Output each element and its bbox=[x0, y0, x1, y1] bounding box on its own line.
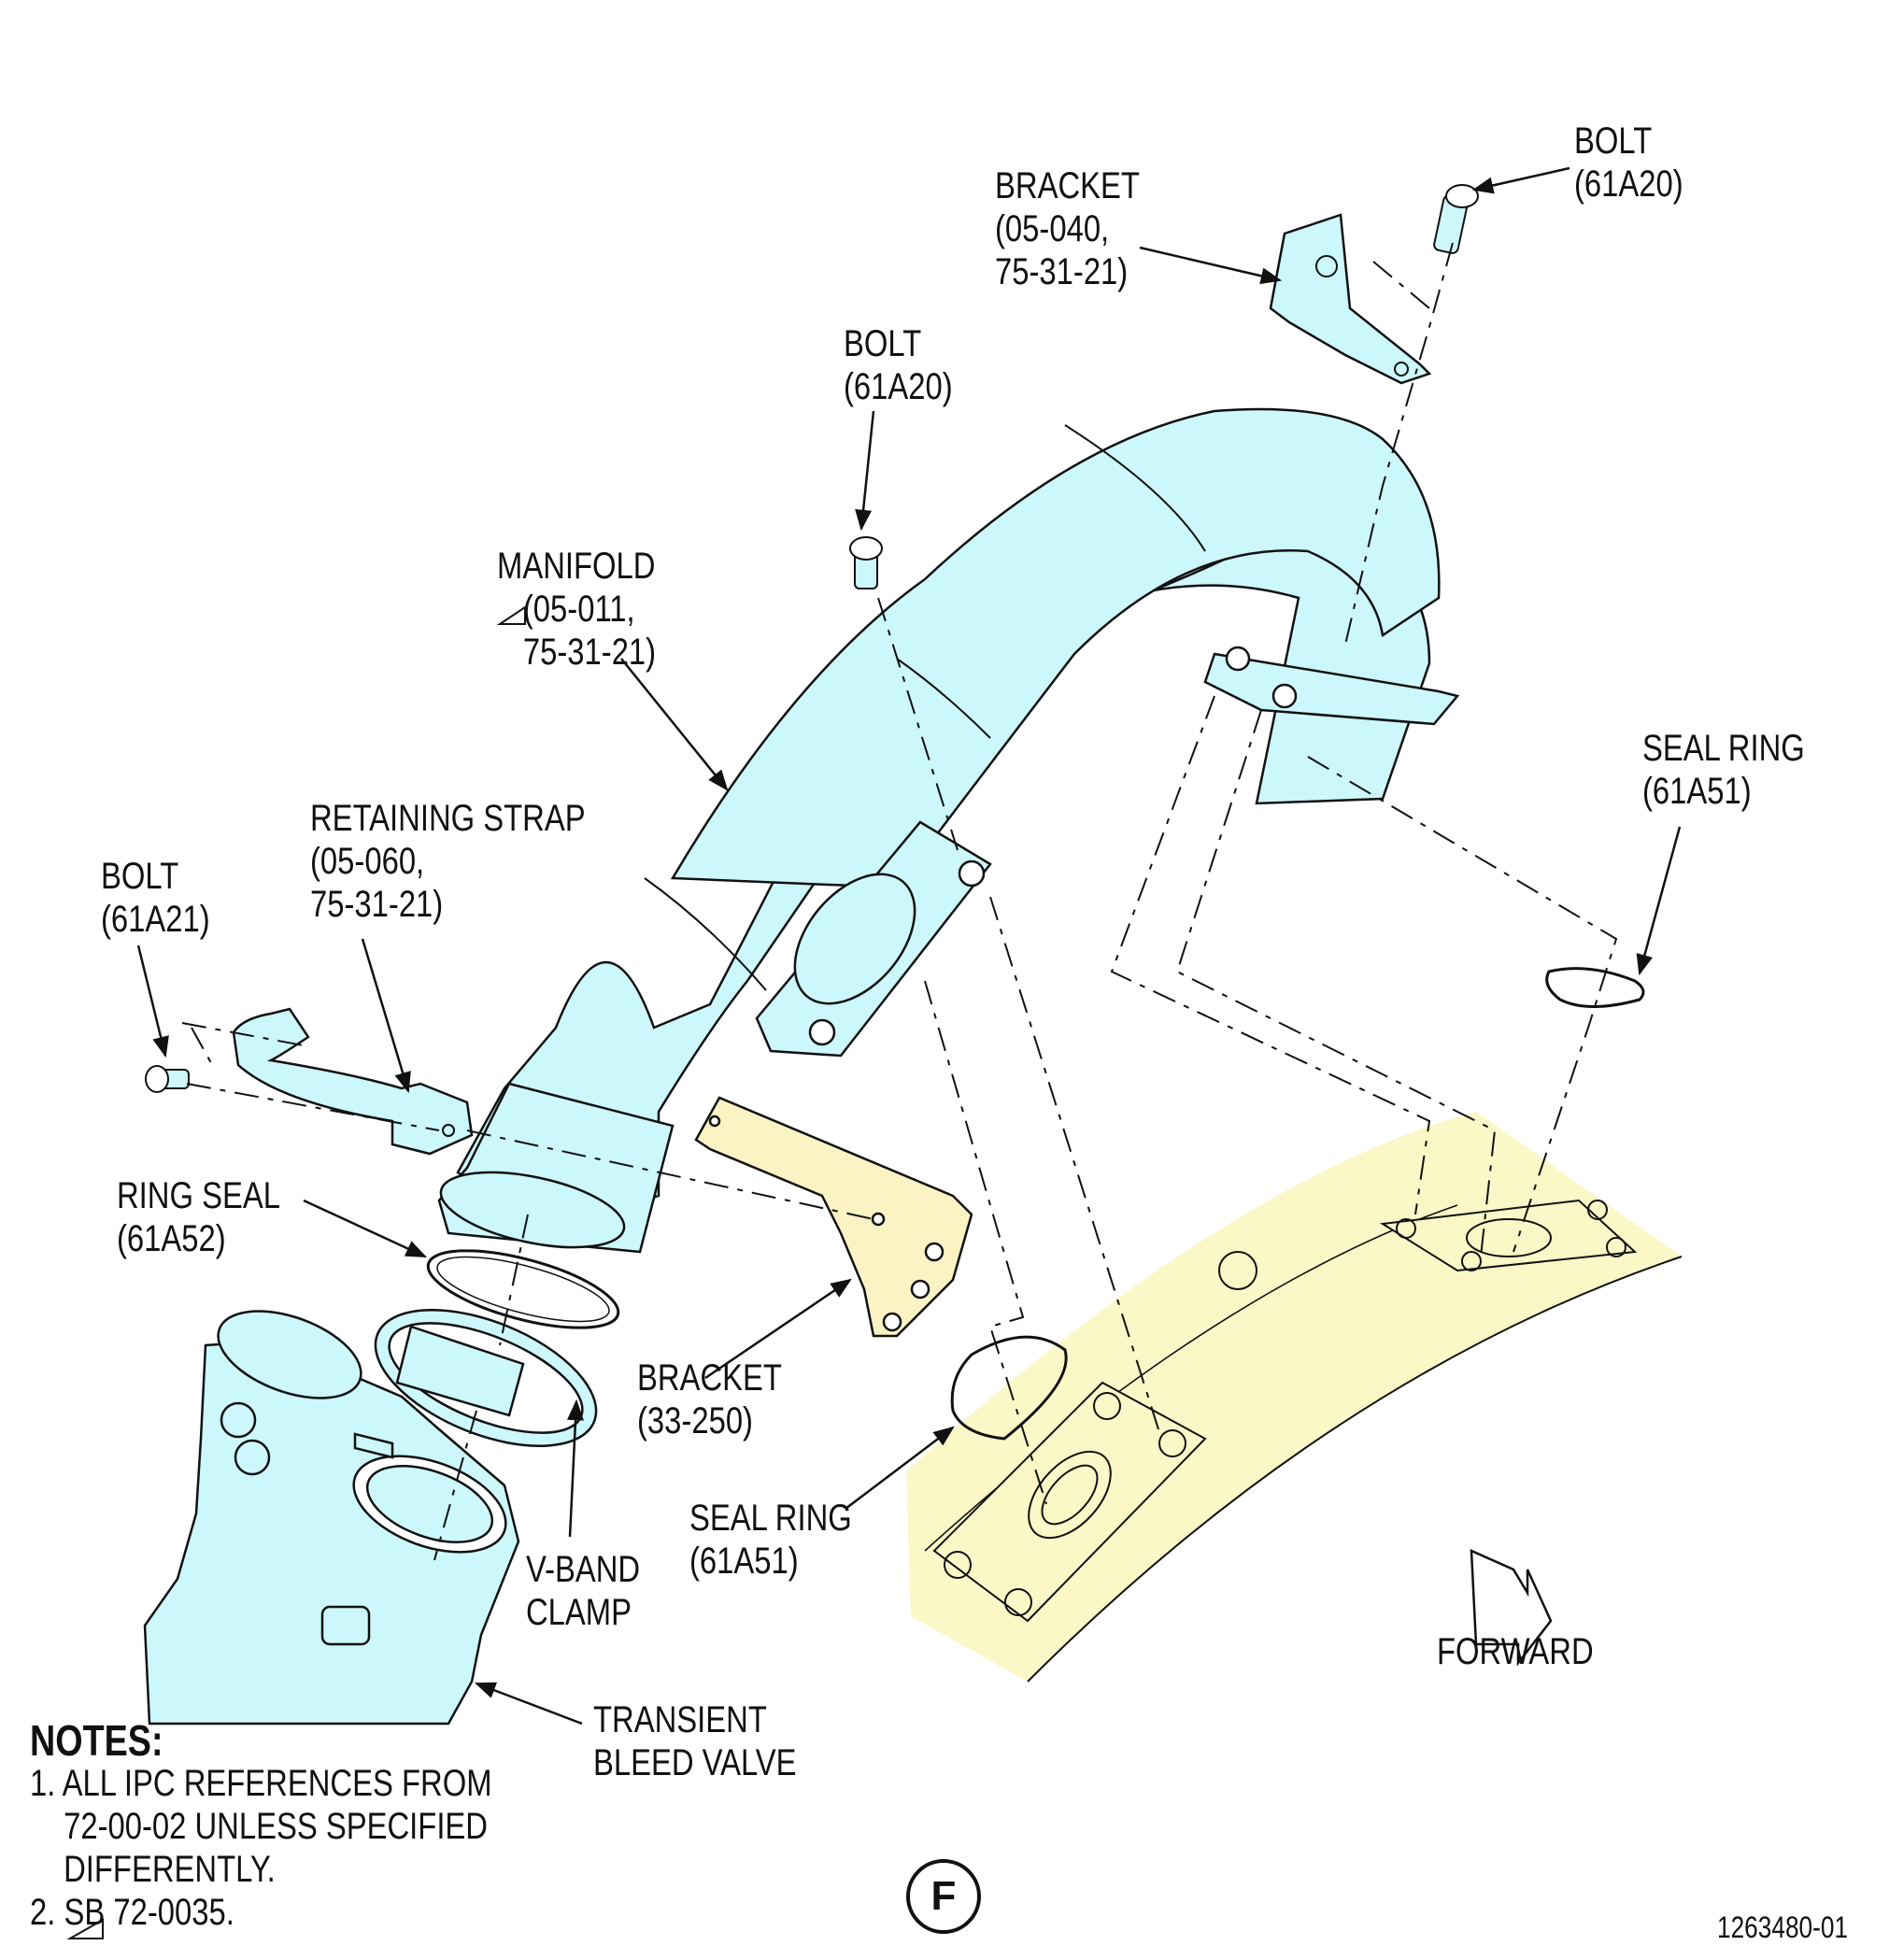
bracket-top-part bbox=[1269, 213, 1432, 385]
manifold-upper-tube bbox=[670, 407, 1441, 889]
label-forward: FORWARD bbox=[1437, 1631, 1594, 1672]
bolt-left-part bbox=[145, 1065, 190, 1093]
label-seal-ring-right: SEAL RING (61A51) bbox=[1642, 728, 1805, 812]
change-marker-triangle-note bbox=[66, 1918, 104, 1939]
note-line: DIFFERENTLY. bbox=[64, 1849, 276, 1890]
label-bolt-left: BOLT (61A21) bbox=[101, 856, 210, 940]
note-line: 1. ALL IPC REFERENCES FROM bbox=[30, 1763, 492, 1804]
view-letter-badge: F bbox=[906, 1859, 981, 1934]
engine-case-edge bbox=[1027, 1256, 1683, 1683]
assembly-lines bbox=[181, 242, 1618, 1561]
note-line: 2. SB 72-0035. bbox=[30, 1892, 234, 1933]
notes-block: NOTES: 1. ALL IPC REFERENCES FROM 72-00-… bbox=[30, 1719, 492, 1934]
manifold-side-port-flange bbox=[755, 820, 992, 1058]
bracket-lower-part bbox=[694, 1096, 973, 1338]
change-marker-triangle bbox=[496, 605, 526, 625]
label-transient-bleed-valve: TRANSIENT BLEED VALVE bbox=[593, 1699, 797, 1783]
note-line: 72-00-02 UNLESS SPECIFIED bbox=[64, 1806, 489, 1847]
seal-ring-right-part bbox=[1545, 967, 1645, 1008]
bolt-top-right-part bbox=[1433, 184, 1479, 254]
label-seal-ring-center: SEAL RING (61A51) bbox=[689, 1498, 852, 1582]
notes-title: NOTES: bbox=[30, 1716, 163, 1765]
label-vband-clamp: V-BAND CLAMP bbox=[526, 1549, 641, 1633]
bolt-center-part bbox=[849, 536, 883, 589]
label-manifold: MANIFOLD (05-011, 75-31-21) bbox=[497, 546, 657, 673]
vband-clamp-part bbox=[374, 1309, 598, 1447]
label-ring-seal: RING SEAL (61A52) bbox=[117, 1175, 280, 1259]
label-bolt-center: BOLT (61A20) bbox=[844, 323, 953, 407]
label-bolt-top-right: BOLT (61A20) bbox=[1574, 121, 1683, 205]
lower-port-flange bbox=[932, 1381, 1207, 1623]
label-bracket-lower: BRACKET (33-250) bbox=[637, 1357, 782, 1442]
manifold-inlet-flange bbox=[437, 1082, 675, 1254]
upper-port-flange bbox=[1218, 1199, 1638, 1290]
forward-arrow-icon bbox=[1470, 1549, 1553, 1667]
label-bracket-top: BRACKET (05-040, 75-31-21) bbox=[995, 165, 1140, 292]
ring-seal-part bbox=[426, 1249, 620, 1329]
manifold-aft-flange bbox=[1203, 646, 1460, 726]
leader-lines bbox=[136, 166, 1682, 1726]
retaining-strap-part bbox=[232, 1007, 474, 1156]
transient-bleed-valve-part bbox=[143, 1310, 520, 1726]
label-retaining-strap: RETAINING STRAP (05-060, 75-31-21) bbox=[310, 798, 586, 925]
figure-id: 1263480-01 bbox=[1717, 1910, 1849, 1944]
